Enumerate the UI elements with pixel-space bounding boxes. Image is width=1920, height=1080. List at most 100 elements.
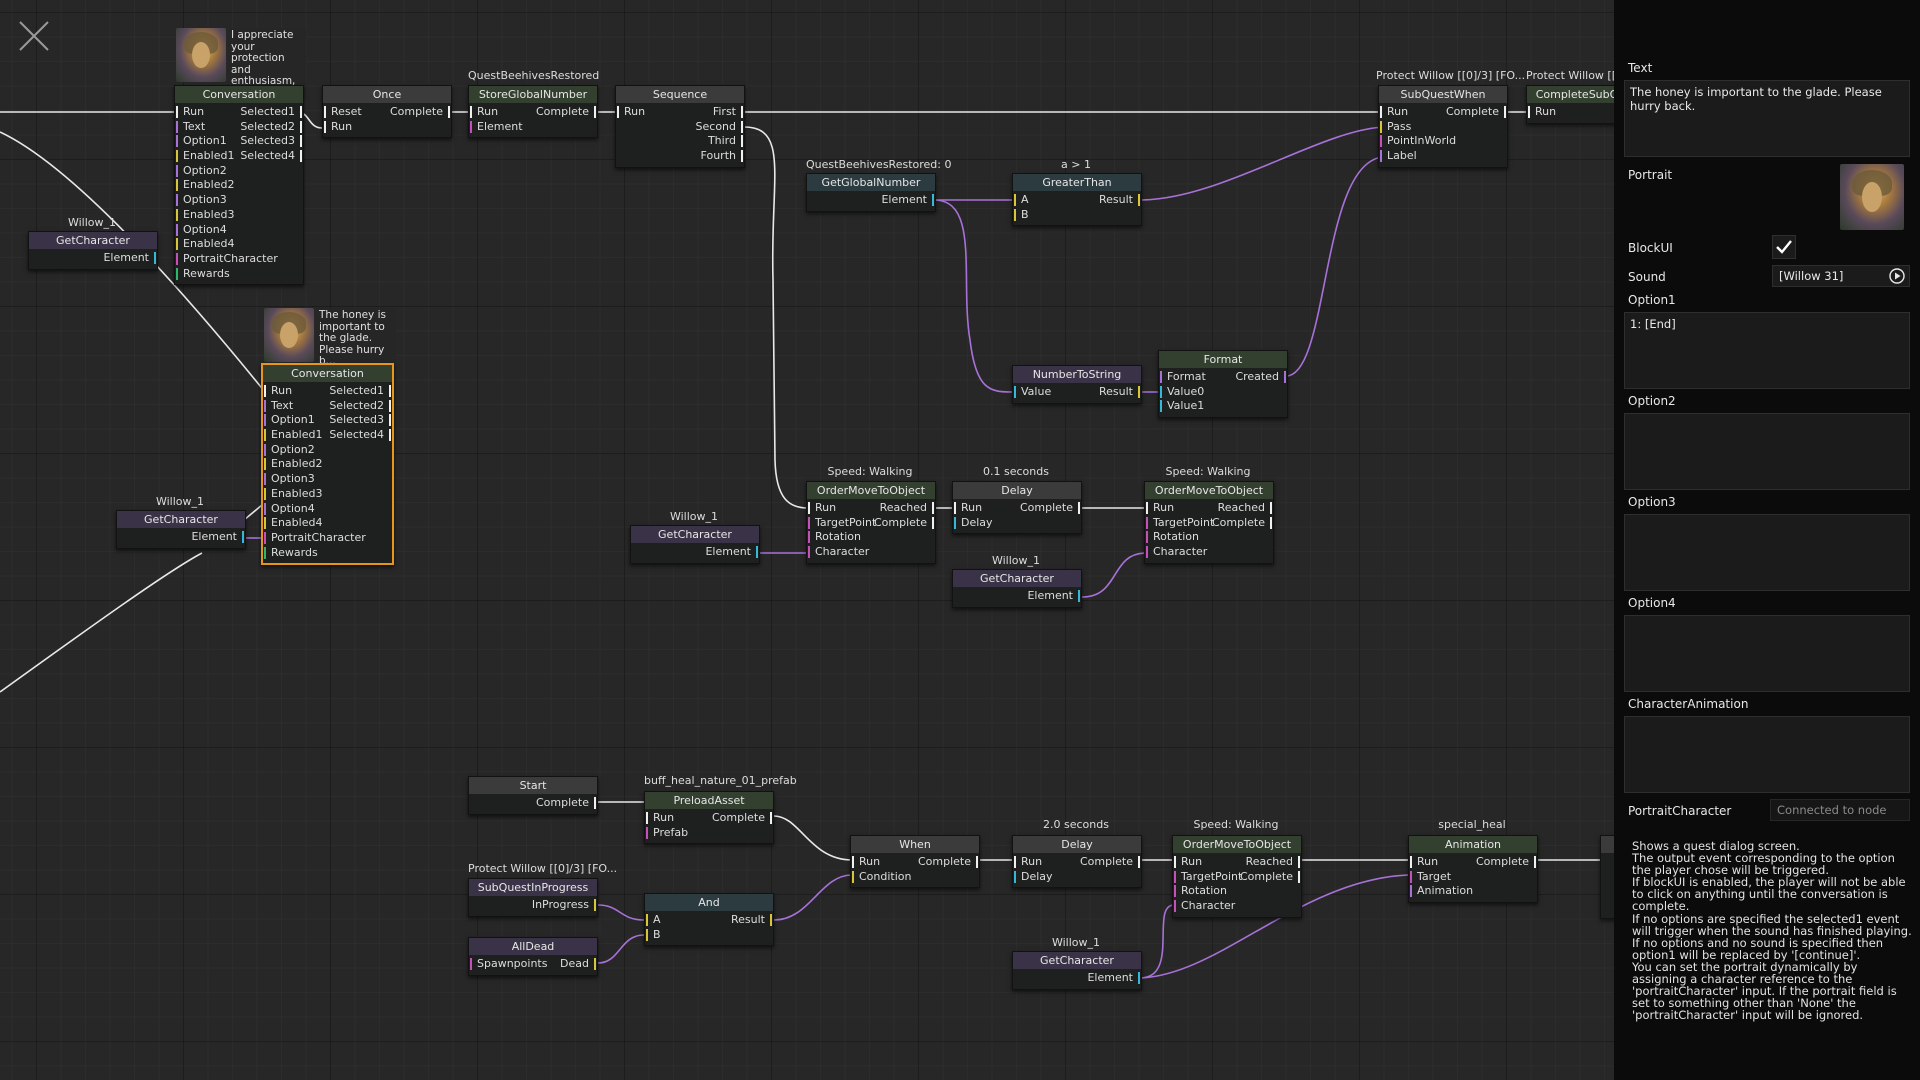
input-pin[interactable] [264,443,266,456]
node-title[interactable]: NumberToString [1013,366,1141,383]
input-pin[interactable] [646,826,648,839]
node-title[interactable]: OrderMoveToObject [1173,836,1301,853]
output-pin[interactable] [594,797,596,809]
output-pin[interactable] [1138,972,1140,984]
input-pin[interactable] [1146,546,1148,559]
node-title[interactable]: Conversation [175,86,303,103]
input-pin[interactable] [176,150,178,163]
input-pin[interactable] [1380,135,1382,148]
output-pin[interactable] [932,194,934,206]
input-pin[interactable] [1410,870,1412,883]
output-pin[interactable] [1534,856,1536,868]
input-pin[interactable] [176,238,178,251]
output-pin[interactable] [594,106,596,118]
input-pin[interactable] [646,928,648,941]
portrait-image-icon[interactable] [1840,164,1904,230]
input-pin[interactable] [176,120,178,133]
input-pin[interactable] [1160,385,1162,398]
input-pin[interactable] [176,267,178,280]
node-title[interactable]: PreloadAsset [645,792,773,809]
input-pin[interactable] [176,223,178,236]
output-pin[interactable] [389,399,391,412]
node-title[interactable]: GetCharacter [117,511,245,528]
input-pin[interactable] [1014,194,1016,206]
input-pin[interactable] [808,531,810,544]
input-pin[interactable] [470,958,472,970]
input-pin[interactable] [470,120,472,133]
input-pin[interactable] [176,135,178,148]
node-title[interactable]: SubQuestWhen [1379,86,1507,103]
input-pin[interactable] [1174,885,1176,898]
node-title[interactable]: OrderMoveToObject [807,482,935,499]
output-pin[interactable] [389,414,391,427]
input-pin[interactable] [1410,856,1412,868]
node-title[interactable]: SubQuestInProgress [469,879,597,896]
input-pin[interactable] [808,546,810,559]
output-pin[interactable] [594,899,596,911]
output-pin[interactable] [1270,502,1272,514]
input-pin[interactable] [264,502,266,515]
option4-field[interactable] [1624,615,1910,692]
node-title[interactable]: Once [323,86,451,103]
node-title[interactable]: Format [1159,351,1287,368]
node-title[interactable]: Conversation [263,365,392,382]
input-pin[interactable] [264,399,266,412]
input-pin[interactable] [1014,386,1016,398]
input-pin[interactable] [176,179,178,192]
option3-field[interactable] [1624,514,1910,591]
input-pin[interactable] [324,106,326,118]
output-pin[interactable] [1270,516,1272,529]
input-pin[interactable] [470,106,472,118]
output-pin[interactable] [1078,502,1080,514]
input-pin[interactable] [264,385,266,397]
input-pin[interactable] [1174,900,1176,913]
node-title[interactable]: Delay [1013,836,1141,853]
input-pin[interactable] [1146,531,1148,544]
option2-field[interactable] [1624,413,1910,490]
node-title[interactable]: OrderMoveToObject [1145,482,1273,499]
input-pin[interactable] [646,812,648,824]
input-pin[interactable] [324,120,326,133]
portrait-character-field[interactable]: Connected to node [1770,799,1910,821]
input-pin[interactable] [852,856,854,868]
output-pin[interactable] [756,546,758,558]
output-pin[interactable] [389,385,391,397]
input-pin[interactable] [1380,120,1382,133]
node-title[interactable]: GetGlobalNumber [807,174,935,191]
output-pin[interactable] [741,120,743,133]
node-graph-canvas[interactable]: I appreciate your protection and enthusi… [0,0,1614,1080]
output-pin[interactable] [1138,386,1140,398]
input-pin[interactable] [176,164,178,177]
output-pin[interactable] [741,150,743,163]
node-title[interactable]: GetCharacter [631,526,759,543]
input-pin[interactable] [646,914,648,926]
output-pin[interactable] [300,106,302,118]
node-title[interactable]: When [851,836,979,853]
input-pin[interactable] [1380,150,1382,163]
input-pin[interactable] [1014,870,1016,883]
node-title[interactable]: GetCharacter [1013,952,1141,969]
text-field[interactable]: The honey is important to the glade. Ple… [1624,80,1910,157]
input-pin[interactable] [1410,885,1412,898]
input-pin[interactable] [176,252,178,265]
node-title[interactable]: GetCharacter [29,232,157,249]
output-pin[interactable] [300,120,302,133]
